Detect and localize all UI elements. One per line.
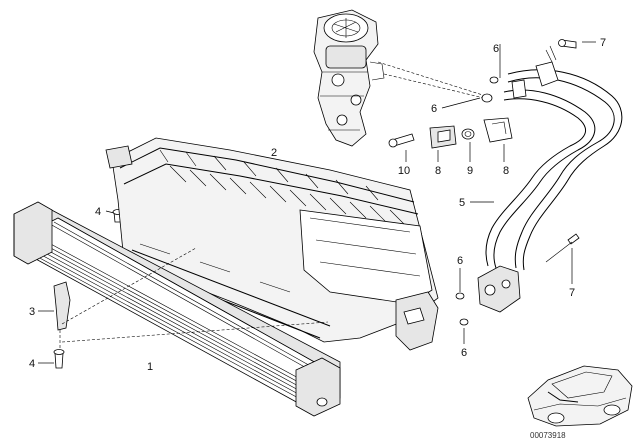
- callout-labels: 6 7 6 2 10 8 9 8 5 4 6 7 3 6 4 1 0007391…: [29, 37, 606, 440]
- callout-6-mid[interactable]: 6: [431, 103, 437, 115]
- callout-8-left[interactable]: 8: [435, 165, 441, 177]
- callout-4-upper[interactable]: 4: [95, 206, 101, 218]
- engine-housing: [313, 9, 385, 147]
- callout-3[interactable]: 3: [29, 306, 35, 318]
- callout-7-top[interactable]: 7: [600, 37, 606, 49]
- callout-6-top[interactable]: 6: [493, 43, 499, 55]
- oil-cooler-hoses: [477, 45, 623, 313]
- callout-9[interactable]: 9: [467, 165, 473, 177]
- callout-1[interactable]: 1: [147, 361, 153, 373]
- leader-lines: [38, 41, 596, 364]
- callout-6-right[interactable]: 6: [457, 255, 463, 267]
- callout-7-bottom[interactable]: 7: [569, 287, 575, 299]
- callout-5[interactable]: 5: [459, 197, 465, 209]
- callout-8-right[interactable]: 8: [503, 165, 509, 177]
- image-code: 00073918: [530, 431, 566, 440]
- callout-4-lower[interactable]: 4: [29, 358, 35, 370]
- callout-10[interactable]: 10: [398, 165, 410, 177]
- vehicle-thumbnail: [527, 365, 633, 427]
- callout-2[interactable]: 2: [271, 147, 277, 159]
- oil-cooler: [13, 201, 341, 417]
- callout-6-bottom[interactable]: 6: [461, 347, 467, 359]
- hardware: [53, 39, 580, 369]
